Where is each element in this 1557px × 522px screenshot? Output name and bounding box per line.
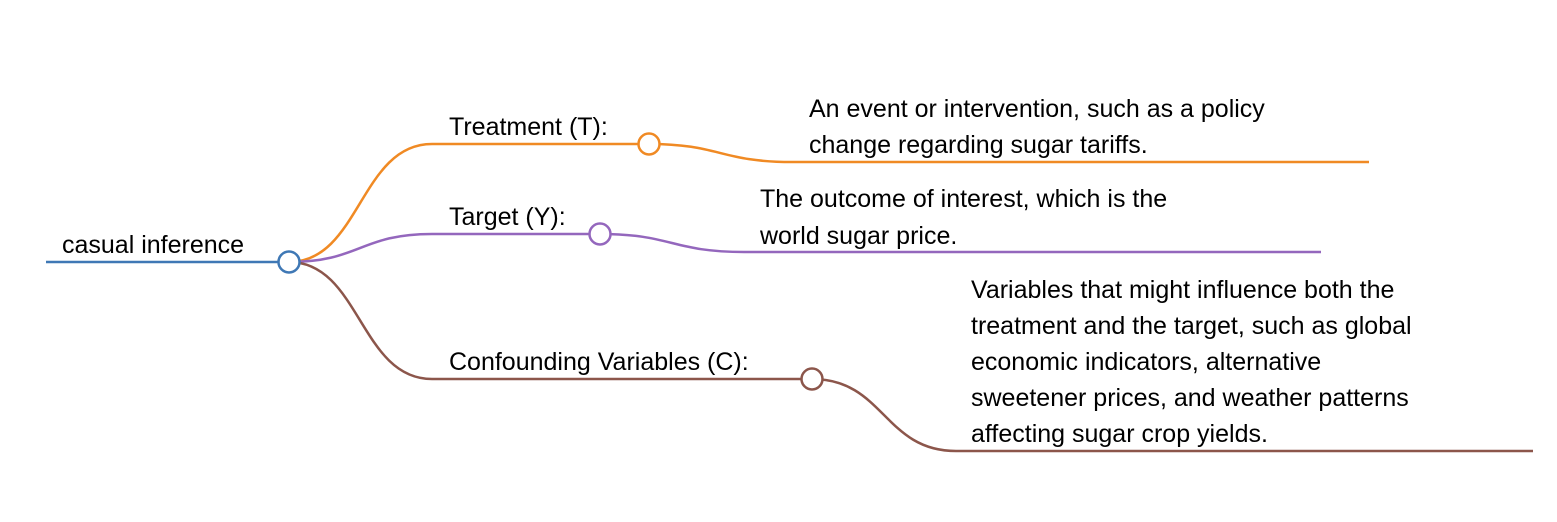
root-label: casual inference [62,231,244,259]
treatment-collapse-knob[interactable] [637,132,661,156]
confounding-detail-line-4: sweetener prices, and weather patterns [971,384,1409,412]
confounding-label: Confounding Variables (C): [449,348,749,376]
target-label: Target (Y): [449,203,566,231]
edge-root-to-target [288,232,433,264]
confounding-detail-line-1: Variables that might influence both the [971,276,1394,304]
confounding-collapse-knob[interactable] [800,367,824,391]
edge-root-to-confounding [288,260,433,381]
confounding-detail-line-5: affecting sugar crop yields. [971,420,1268,448]
edge-target-to-detail [599,232,745,254]
branch-confounding-variables[interactable]: Confounding Variables (C): Variables tha… [288,260,1533,453]
target-detail-line-1: The outcome of interest, which is the [760,185,1167,213]
target-collapse-knob[interactable] [588,222,612,246]
edge-confounding-to-detail [811,377,957,453]
treatment-detail-line-1: An event or intervention, such as a poli… [809,95,1265,123]
confounding-detail-line-3: economic indicators, alternative [971,348,1321,376]
treatment-detail-line-2: change regarding sugar tariffs. [809,131,1148,159]
confounding-detail-line-2: treatment and the target, such as global [971,312,1412,340]
edge-treatment-to-detail [648,142,793,164]
branch-treatment[interactable]: Treatment (T): An event or intervention,… [288,95,1369,264]
target-detail-line-2: world sugar price. [759,222,957,250]
edge-root-to-treatment [288,142,433,264]
branch-target[interactable]: Target (Y): The outcome of interest, whi… [288,185,1321,264]
root-node[interactable]: casual inference [46,231,289,264]
root-collapse-knob[interactable] [277,250,301,274]
treatment-label: Treatment (T): [449,113,608,141]
